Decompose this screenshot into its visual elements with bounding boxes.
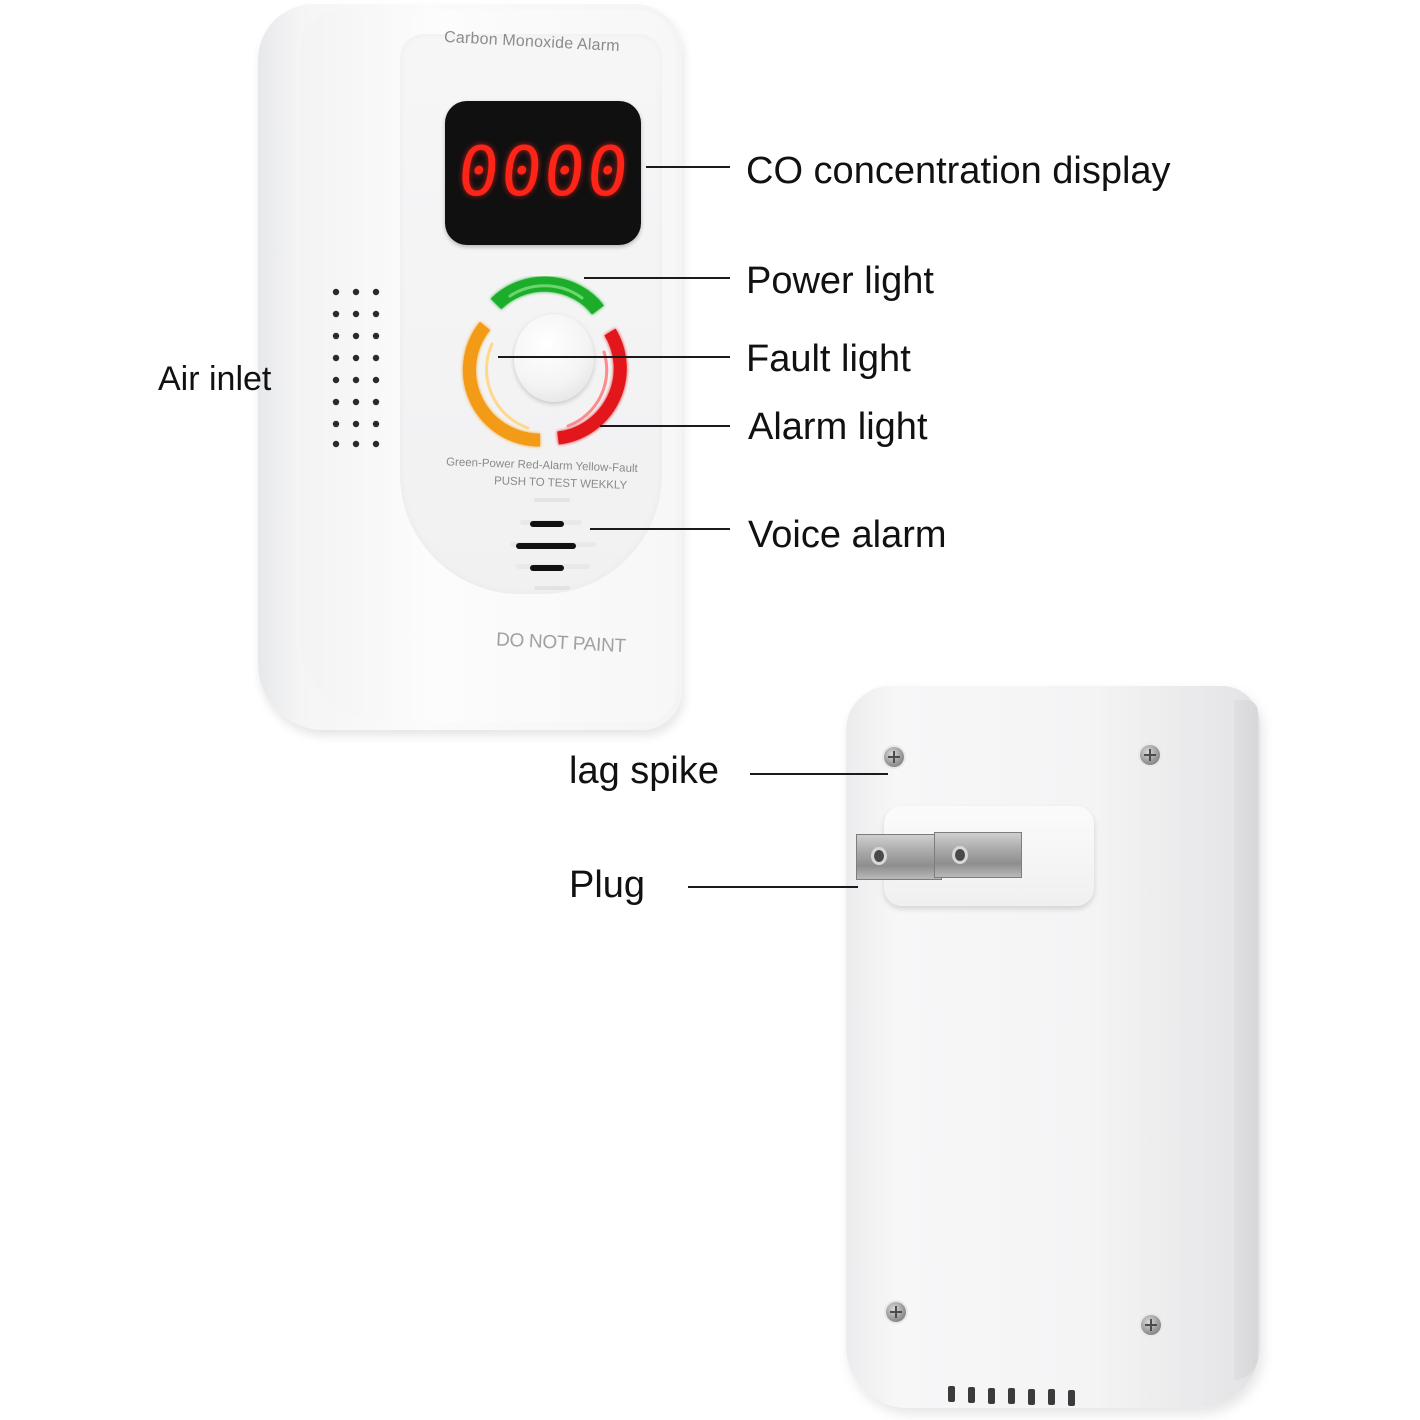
screw-icon [1140,745,1160,765]
fault-light [462,321,541,447]
alarm-light-highlight [566,350,609,428]
label-plug: Plug [569,864,646,906]
air-inlet-grille [332,288,380,448]
plug-prong-left [856,834,942,880]
power-light [490,276,604,315]
voice-alarm-speaker [510,498,596,590]
co-display-value: 0000 [454,133,635,212]
fault-light-highlight [485,342,530,430]
label-fault-light: Fault light [746,338,911,380]
screw-icon [886,1302,906,1322]
test-button [514,314,594,402]
label-power-light: Power light [746,260,934,302]
screw-icon [884,747,904,767]
bottom-vents [948,1386,1075,1406]
back-housing [846,686,1260,1408]
label-co-display: CO concentration display [746,150,1171,192]
back-housing-edge [1234,700,1258,1380]
plug-prong-right [934,832,1022,878]
label-air-inlet: Air inlet [158,360,272,398]
label-alarm-light: Alarm light [748,406,928,448]
label-voice-alarm: Voice alarm [748,514,947,556]
co-display-screen [445,101,641,245]
screw-icon [1141,1315,1161,1335]
alarm-light [557,328,627,445]
prong-hole [874,850,884,862]
indicator-lights [462,276,627,447]
label-lag-spike: lag spike [569,750,719,792]
power-light-highlight [508,284,584,300]
prong-hole [955,849,965,861]
